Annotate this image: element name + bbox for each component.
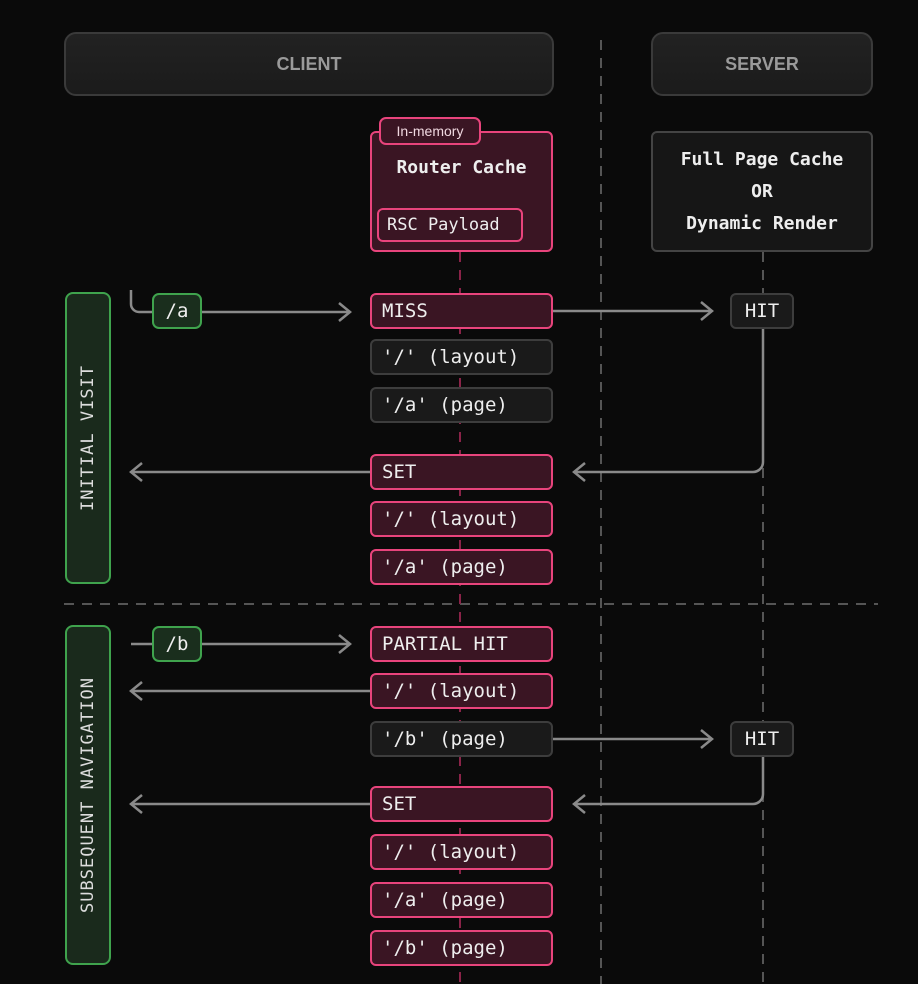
segment-label: '/a' (page): [382, 889, 508, 911]
rsc-payload-label: RSC Payload: [387, 215, 500, 235]
route-b-tag: /b: [152, 626, 202, 662]
cached-segment-layout: '/' (layout): [370, 834, 553, 870]
segment-label: '/' (layout): [382, 508, 520, 530]
segment-page-b: '/b' (page): [370, 721, 553, 757]
server-to-set-arrow-2: [572, 756, 765, 814]
server-line-1: Full Page Cache: [680, 148, 844, 170]
route-label: /a: [165, 300, 189, 322]
server-line-2: OR: [751, 180, 773, 202]
server-hit-badge: HIT: [730, 293, 794, 329]
cached-segment-page-a: '/a' (page): [370, 549, 553, 585]
rsc-payload-tag: RSC Payload: [377, 208, 523, 242]
status-partial-hit: PARTIAL HIT: [370, 626, 553, 662]
client-header: CLIENT: [64, 32, 554, 96]
router-cache-title: Router Cache: [396, 157, 527, 178]
server-hit-badge: HIT: [730, 721, 794, 757]
status-set: SET: [370, 454, 553, 490]
segment-layout: '/' (layout): [370, 339, 553, 375]
cached-segment-page-a: '/a' (page): [370, 882, 553, 918]
status-set: SET: [370, 786, 553, 822]
segment-label: '/a' (page): [382, 394, 508, 416]
server-cache-box: Full Page Cache OR Dynamic Render: [651, 131, 873, 252]
status-miss: MISS: [370, 293, 553, 329]
cached-segment-layout: '/' (layout): [370, 501, 553, 537]
status-label: SET: [382, 461, 417, 483]
route-label: /b: [165, 633, 189, 655]
segment-label: '/' (layout): [382, 841, 520, 863]
phase-label: SUBSEQUENT NAVIGATION: [78, 677, 98, 913]
phase-subsequent-navigation: SUBSEQUENT NAVIGATION: [65, 625, 111, 965]
status-label: MISS: [382, 300, 428, 322]
status-label: SET: [382, 793, 417, 815]
hit-label: HIT: [744, 728, 780, 750]
request-a-arrow: [129, 290, 352, 322]
client-header-label: CLIENT: [276, 53, 342, 74]
segment-label: '/' (layout): [382, 346, 520, 368]
segment-label: '/b' (page): [382, 937, 508, 959]
segment-label: '/b' (page): [382, 728, 508, 750]
segment-label: '/a' (page): [382, 556, 508, 578]
server-to-set-arrow: [572, 328, 765, 482]
in-memory-tag: In-memory: [379, 117, 481, 145]
cached-segment-layout: '/' (layout): [370, 673, 553, 709]
server-header: SERVER: [651, 32, 873, 96]
segment-page-a: '/a' (page): [370, 387, 553, 423]
phase-initial-visit: INITIAL VISIT: [65, 292, 111, 584]
hit-label: HIT: [744, 300, 780, 322]
in-memory-label: In-memory: [396, 123, 464, 139]
route-a-tag: /a: [152, 293, 202, 329]
server-header-label: SERVER: [725, 53, 799, 74]
cached-segment-page-b: '/b' (page): [370, 930, 553, 966]
server-line-3: Dynamic Render: [686, 212, 838, 234]
segment-label: '/' (layout): [382, 680, 520, 702]
phase-label: INITIAL VISIT: [78, 364, 98, 512]
status-label: PARTIAL HIT: [382, 633, 508, 655]
